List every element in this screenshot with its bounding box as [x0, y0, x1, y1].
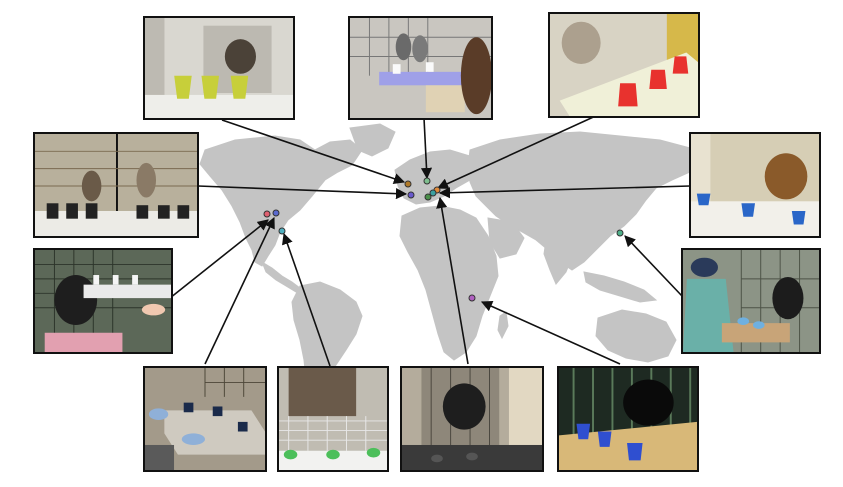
photo-japan-experimenter	[681, 248, 821, 354]
arrow-gloved-hands	[204, 216, 275, 365]
land-india	[543, 237, 575, 285]
yellow-cup-2	[201, 75, 219, 99]
arrow-japan	[624, 235, 683, 297]
arrows	[169, 113, 691, 367]
site-markers	[263, 177, 624, 302]
photo-monkeys-pair	[33, 132, 199, 238]
arrow-blue-cups-chimp	[480, 301, 621, 365]
photo-yellow-cups	[143, 16, 295, 120]
arrow-green-cups	[282, 232, 331, 367]
site-usa-3	[278, 227, 286, 235]
photo-blue-cups-chimp	[557, 366, 699, 472]
land-africa	[399, 205, 499, 361]
site-europe-6	[429, 189, 437, 197]
yellow-cup-1	[174, 75, 192, 99]
land-japan	[607, 199, 627, 235]
arrow-gorilla	[436, 196, 469, 365]
arrow-red-cups	[436, 113, 601, 189]
site-europe-1	[404, 180, 412, 188]
photo-green-cups	[277, 366, 389, 472]
arrow-yellow-cups	[221, 119, 406, 185]
land-asia	[467, 131, 701, 271]
photo-chimp-white-cups	[33, 248, 173, 354]
land-greenland	[349, 123, 396, 157]
site-japan	[616, 229, 624, 237]
land-se-asia	[583, 271, 658, 303]
photo-gorilla	[400, 366, 544, 472]
land-central-america	[260, 260, 301, 293]
land-arabia	[487, 217, 525, 259]
photo-red-cups	[548, 12, 700, 118]
red-cup-1	[618, 83, 638, 107]
site-europe-5	[424, 193, 432, 201]
land-australia	[595, 309, 677, 363]
red-cup-2	[649, 69, 667, 90]
arrow-monkeys-pair	[197, 185, 408, 200]
site-usa-1	[263, 210, 271, 218]
site-europe-3	[407, 191, 415, 199]
photo-lemurs	[348, 16, 493, 120]
arrow-chimp-white-cups	[169, 219, 269, 299]
photo-gloved-hands	[143, 366, 267, 472]
site-europe-2	[423, 177, 431, 185]
photo-orangutan	[689, 132, 821, 238]
red-cup-3	[672, 56, 689, 74]
land-europe	[394, 149, 479, 205]
land-madagascar	[497, 311, 509, 340]
yellow-cup-3	[230, 75, 249, 99]
arrow-orangutan	[438, 185, 691, 199]
site-east-africa	[468, 294, 476, 302]
arrow-lemurs	[420, 117, 433, 180]
site-usa-2	[272, 209, 280, 217]
land-north-america	[199, 135, 363, 267]
world-map	[199, 123, 701, 412]
